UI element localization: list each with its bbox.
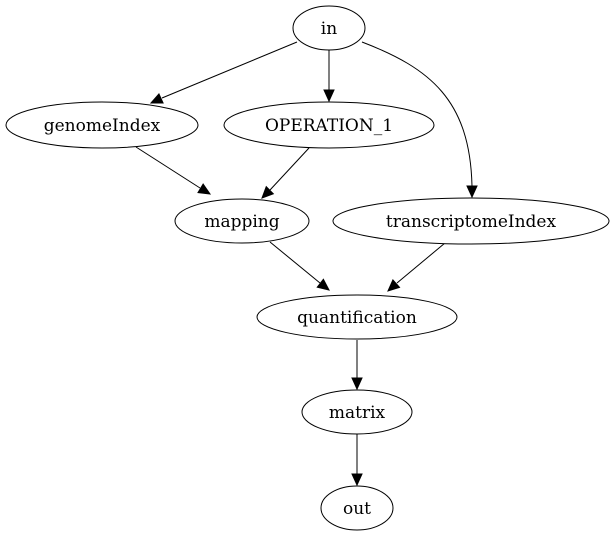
node-ellipse (332, 197, 610, 245)
arrowhead (197, 183, 212, 195)
node-label: transcriptomeIndex (386, 212, 557, 232)
edge-in-to-OPERATION_1 (323, 50, 335, 103)
edge-mapping-to-quantification (269, 241, 330, 291)
edge-genomeIndex-to-mapping (135, 146, 212, 195)
edge-matrix-to-out (351, 434, 363, 487)
edge-line (269, 147, 310, 191)
node-label: OPERATION_1 (265, 116, 393, 136)
edge-in-to-transcriptomeIndex (361, 41, 478, 199)
arrowhead (261, 185, 275, 199)
node-transcriptomeIndex: transcriptomeIndex (332, 197, 610, 245)
arrowhead (149, 92, 164, 104)
edge-line (269, 241, 321, 284)
arrowhead (323, 89, 335, 103)
node-ellipse (320, 485, 394, 531)
node-matrix: matrix (301, 389, 413, 435)
node-label: mapping (204, 212, 279, 232)
node-ellipse (223, 101, 435, 149)
node-label: matrix (329, 403, 386, 423)
node-ellipse (292, 5, 366, 51)
edge-line (135, 146, 201, 189)
arrowhead (316, 278, 330, 291)
arrowhead (351, 473, 363, 487)
arrowhead (466, 185, 478, 199)
node-ellipse (256, 294, 458, 340)
node-label: out (343, 499, 371, 519)
node-out: out (320, 485, 394, 531)
node-OPERATION_1: OPERATION_1 (223, 101, 435, 149)
edge-transcriptomeIndex-to-quantification (387, 242, 446, 292)
node-ellipse (5, 101, 199, 149)
edges-layer (135, 41, 478, 487)
arrowhead (351, 377, 363, 391)
node-label: genomeIndex (44, 116, 161, 136)
node-ellipse (174, 198, 310, 244)
node-genomeIndex: genomeIndex (5, 101, 199, 149)
node-quantification: quantification (256, 294, 458, 340)
node-ellipse (301, 389, 413, 435)
edge-quantification-to-matrix (351, 340, 363, 391)
node-in: in (292, 5, 366, 51)
arrowhead (387, 279, 401, 292)
edge-line (361, 41, 473, 187)
edge-line (161, 41, 298, 99)
node-label: in (321, 19, 337, 39)
edge-line (396, 242, 446, 284)
node-label: quantification (297, 308, 417, 328)
edge-in-to-genomeIndex (149, 41, 298, 104)
edge-OPERATION_1-to-mapping (261, 147, 310, 199)
node-mapping: mapping (174, 198, 310, 244)
